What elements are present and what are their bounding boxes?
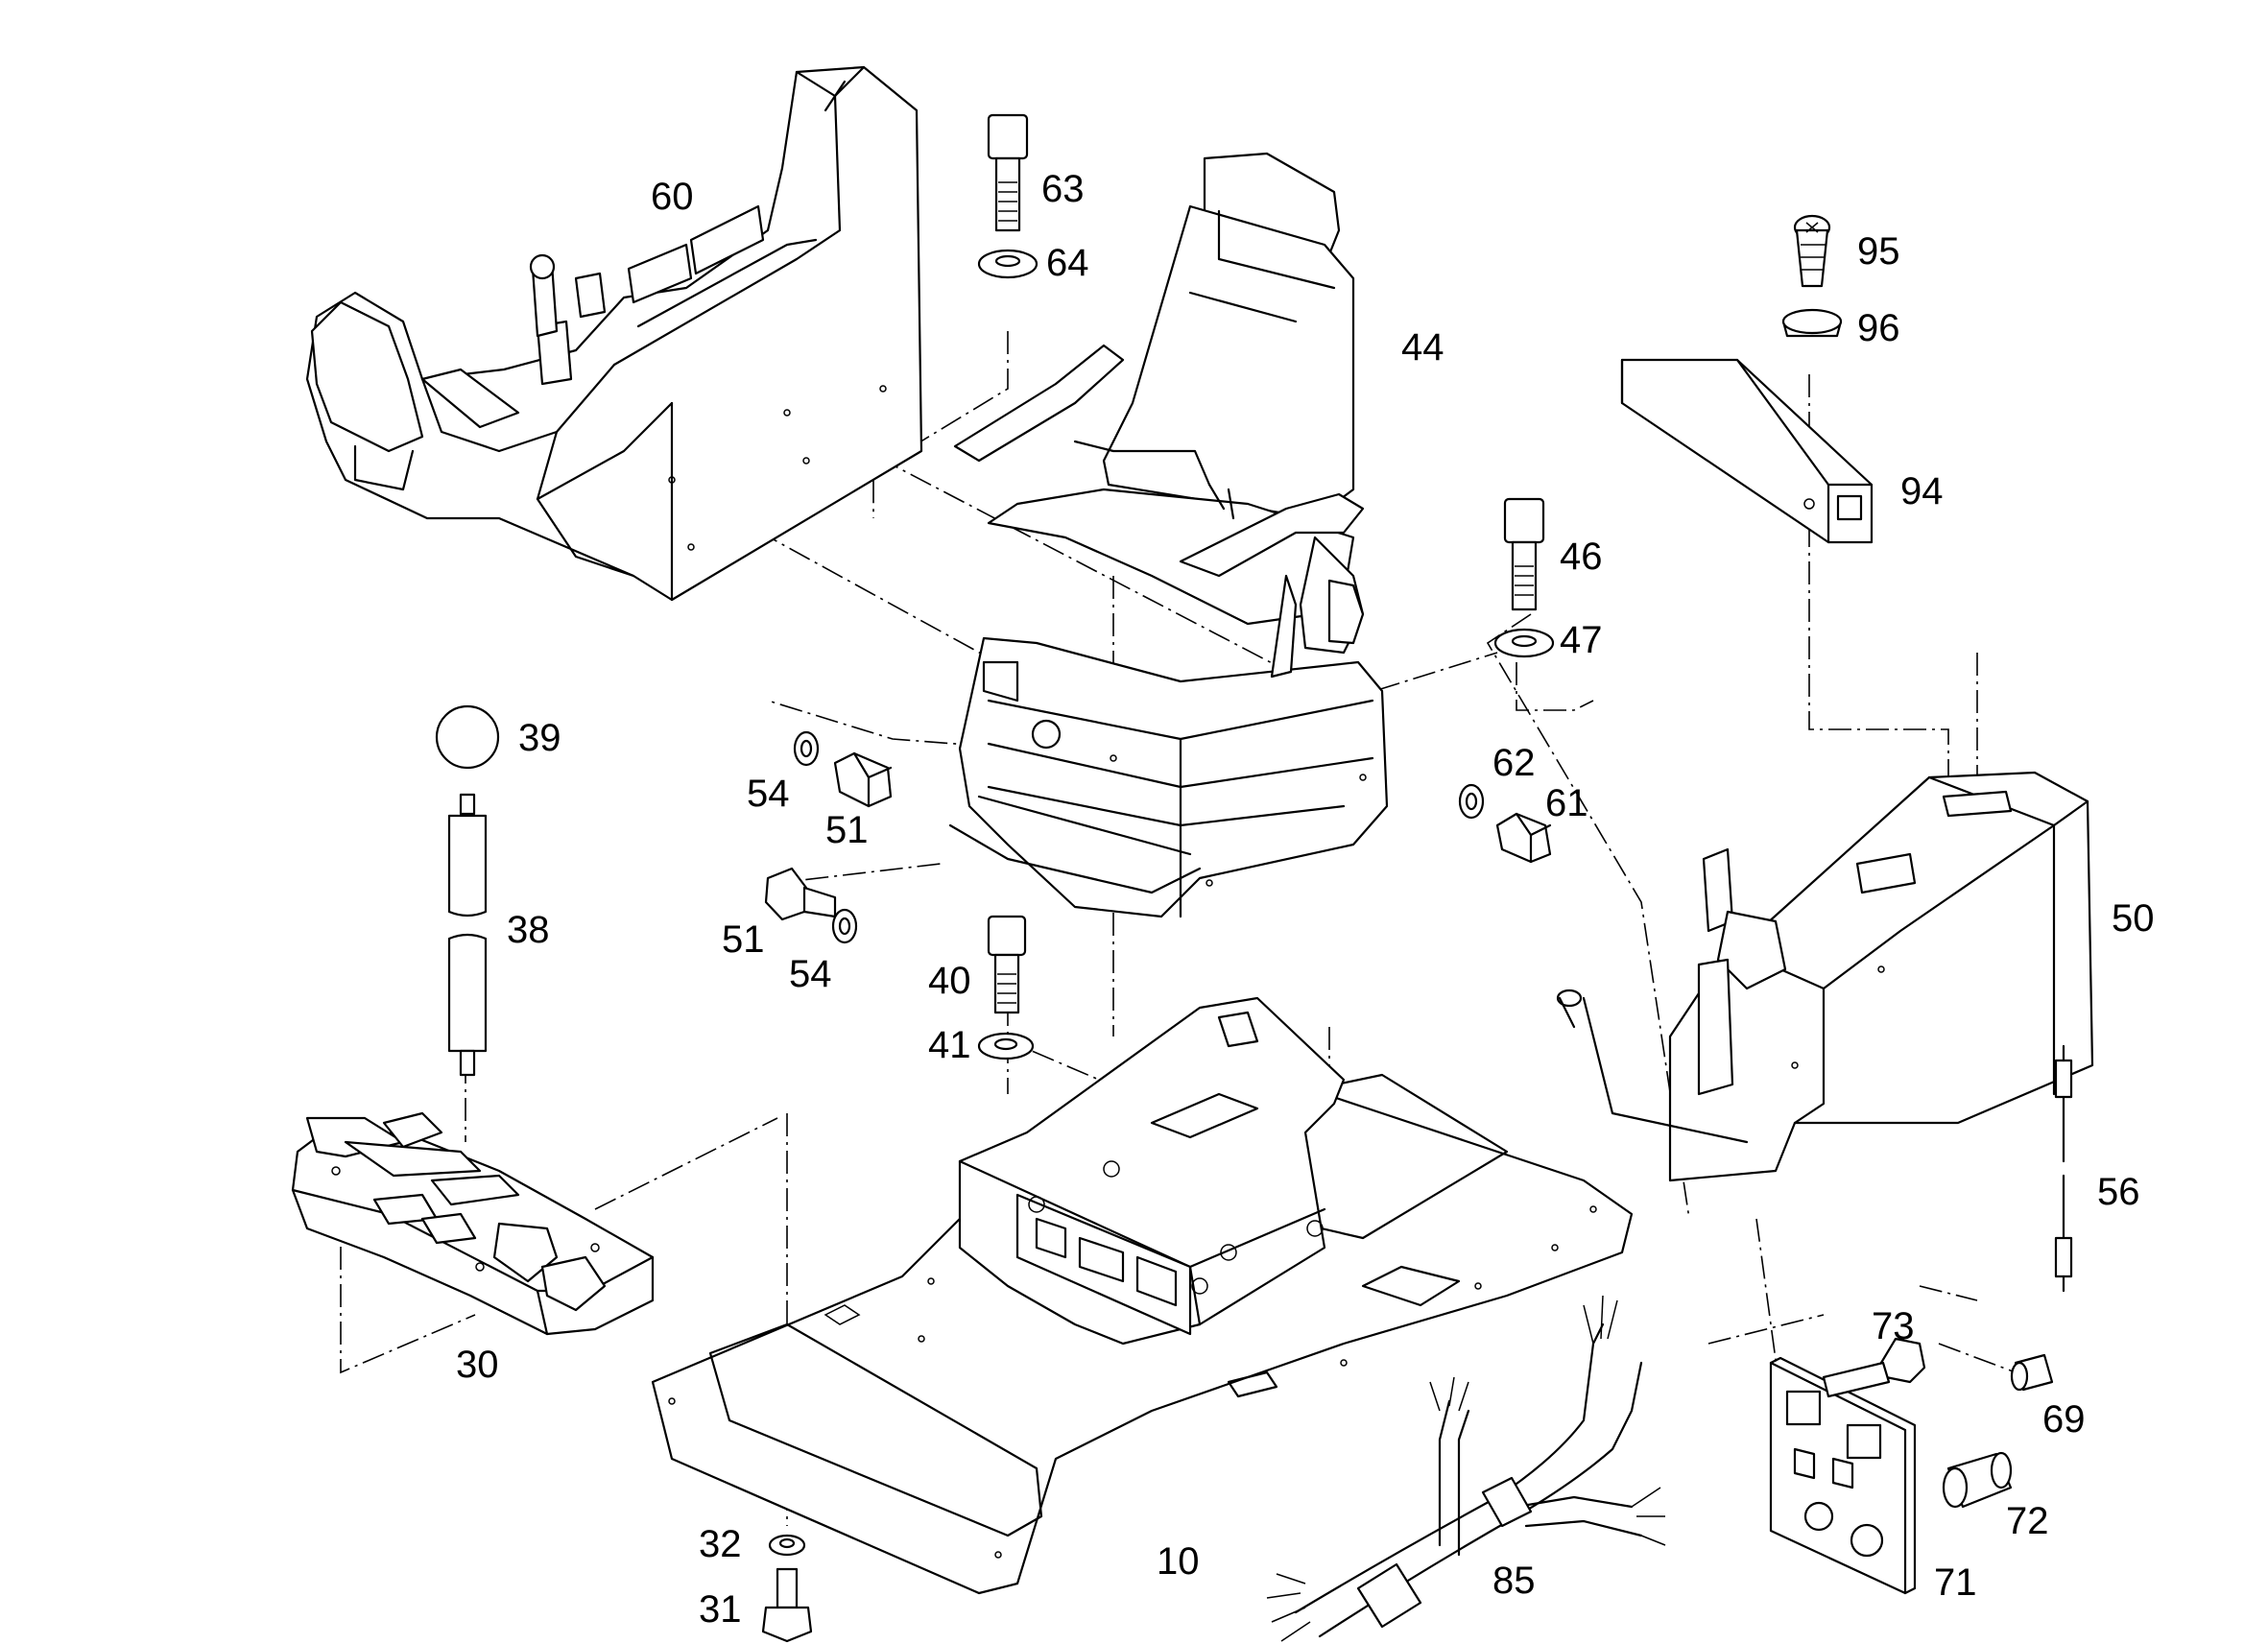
connector-69 xyxy=(2010,1353,2054,1392)
bolt-73 xyxy=(1822,1337,1926,1398)
callout-64: 64 xyxy=(1046,242,1089,284)
callout-51-upper: 51 xyxy=(825,809,869,851)
left-console-60 xyxy=(305,65,923,602)
callout-54-lower: 54 xyxy=(789,953,832,995)
callout-41: 41 xyxy=(928,1024,971,1066)
callout-50: 50 xyxy=(2112,897,2155,940)
callout-56: 56 xyxy=(2097,1171,2140,1213)
screw-40 xyxy=(987,915,1027,1014)
callout-46: 46 xyxy=(1560,536,1603,578)
callout-72: 72 xyxy=(2006,1500,2049,1542)
connector-72 xyxy=(1942,1451,2013,1509)
callout-63: 63 xyxy=(1041,168,1085,210)
callout-51-lower: 51 xyxy=(722,918,765,961)
washer-41 xyxy=(977,1032,1035,1060)
callout-95: 95 xyxy=(1857,230,1900,273)
floor-plate-10 xyxy=(651,996,1634,1595)
bolt-51-upper xyxy=(833,751,893,808)
callout-69: 69 xyxy=(2042,1398,2086,1441)
washer-62 xyxy=(1458,783,1485,820)
callout-44: 44 xyxy=(1401,326,1444,369)
bolt-51-lower xyxy=(764,867,837,921)
washer-32 xyxy=(768,1534,806,1557)
callout-96: 96 xyxy=(1857,307,1900,349)
callout-40: 40 xyxy=(928,960,971,1002)
washer-47 xyxy=(1493,628,1555,658)
knob-39 xyxy=(435,704,500,770)
bolt-31 xyxy=(761,1567,813,1643)
callout-73: 73 xyxy=(1872,1305,1915,1347)
callout-85: 85 xyxy=(1492,1560,1536,1602)
bolt-61 xyxy=(1495,812,1552,864)
callout-71: 71 xyxy=(1934,1561,1977,1604)
callout-61: 61 xyxy=(1545,782,1588,824)
screw-95 xyxy=(1793,214,1831,288)
callout-32: 32 xyxy=(699,1523,742,1565)
callout-38: 38 xyxy=(507,909,550,951)
pedal-assembly-30 xyxy=(291,1111,655,1336)
callout-31: 31 xyxy=(699,1588,742,1631)
connector-plate-71 xyxy=(1769,1356,1917,1595)
screw-63 xyxy=(987,113,1029,232)
armrest-94 xyxy=(1620,358,1874,544)
washer-64 xyxy=(977,249,1039,279)
rod-38 xyxy=(447,793,488,1077)
washer-54-upper xyxy=(793,730,820,767)
callout-30: 30 xyxy=(456,1344,499,1386)
cable-56 xyxy=(2054,1044,2073,1293)
callout-39: 39 xyxy=(518,717,561,759)
washer-96 xyxy=(1781,308,1843,338)
callout-labels: 10 30 31 32 38 39 40 41 44 46 47 50 51 5… xyxy=(456,168,2155,1631)
washer-54-lower xyxy=(831,908,858,944)
callout-94: 94 xyxy=(1900,470,1944,512)
callout-54-upper: 54 xyxy=(747,773,790,815)
callout-10: 10 xyxy=(1157,1540,1200,1583)
callout-47: 47 xyxy=(1560,619,1603,661)
right-console-50 xyxy=(1556,771,2094,1182)
harness-85 xyxy=(1266,1295,1666,1642)
seat-44 xyxy=(948,152,1389,918)
callout-60: 60 xyxy=(651,176,694,218)
callout-62: 62 xyxy=(1492,742,1536,784)
screw-46 xyxy=(1503,497,1545,611)
